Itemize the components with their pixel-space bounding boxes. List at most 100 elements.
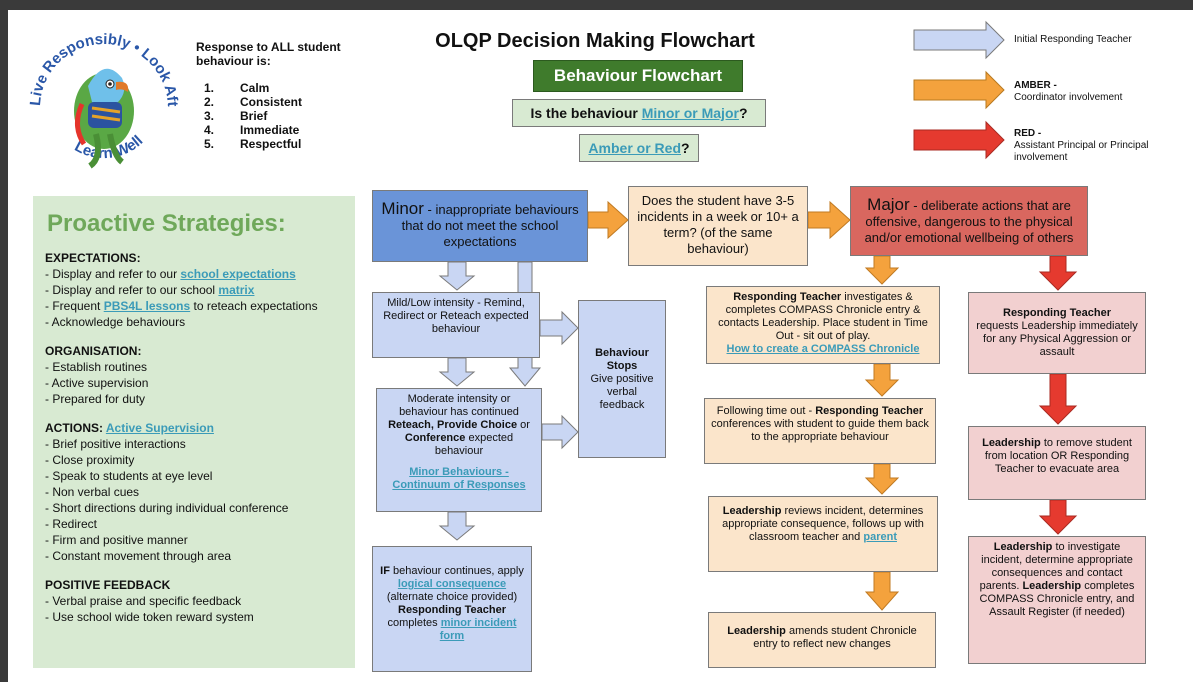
question-suffix: ? (738, 105, 748, 121)
proactive-item: - Brief positive interactions (45, 436, 343, 452)
amber4-bold: Leadership (727, 625, 786, 637)
active-supervision-link[interactable]: Active Supervision (105, 421, 214, 435)
response-item: 2.Consistent (196, 95, 356, 109)
response-item-number: 4. (204, 123, 215, 137)
legend-amber-arrow (913, 70, 1005, 110)
response-item-number: 1. (204, 81, 215, 95)
incidents-question-text: Does the student have 3-5 incidents in a… (637, 193, 799, 256)
proactive-item: - Use school wide token reward system (45, 609, 343, 625)
red3-text1: to investigate incident, determine appro… (979, 541, 1133, 592)
amber-or-red-link[interactable]: Amber or Red (588, 140, 681, 156)
proactive-sections: EXPECTATIONS:- Display and refer to our … (45, 250, 343, 625)
minor-behaviours-continuum-link[interactable]: Minor Behaviours - Continuum of Response… (392, 466, 526, 491)
proactive-item: - Short directions during individual con… (45, 500, 343, 516)
proactive-item-link[interactable]: matrix (218, 283, 255, 297)
compass-chronicle-link[interactable]: How to create a COMPASS Chronicle (726, 343, 920, 355)
proactive-item-text: - Prepared for duty (45, 392, 146, 406)
red-remove-box: Leadership to remove student from locati… (968, 426, 1146, 500)
arrow-minor-to-mild (438, 261, 476, 291)
proactive-item: - Display and refer to our school matrix (45, 282, 343, 298)
amber2-post: conferences with student to guide them b… (711, 418, 929, 443)
minor-incident-form-link[interactable]: minor incident form (439, 617, 517, 642)
moderate-pre: Moderate intensity or behaviour has cont… (399, 393, 519, 418)
amber1-bold: Responding Teacher (733, 291, 842, 303)
proactive-item-text: - Display and refer to our school (45, 283, 219, 297)
arrow-moderate-to-stops (541, 414, 579, 450)
amber-review-box: Leadership reviews incident, determines … (708, 496, 938, 572)
amber2-bold: Responding Teacher (815, 405, 924, 417)
behaviour-stops-box: Behaviour Stops Give positive verbal fee… (578, 300, 666, 458)
if-continues-box: IF behaviour continues, apply logical co… (372, 546, 532, 672)
proactive-item-text: - Active supervision (45, 376, 149, 390)
proactive-item-text: - Firm and positive manner (45, 533, 188, 547)
red-request-box: Responding Teacher requests Leadership i… (968, 292, 1146, 374)
proactive-item-text: - Constant movement through area (45, 549, 232, 563)
proactive-item-text: - Redirect (45, 517, 98, 531)
legend-initial-label: Initial Responding Teacher (1014, 34, 1132, 45)
response-item: 3. Brief (196, 109, 356, 123)
response-item-text: Brief (240, 109, 268, 123)
arrow-amber3-to-amber4 (864, 571, 900, 611)
proactive-item: - Prepared for duty (45, 391, 343, 407)
response-item-number: 3. (204, 109, 215, 123)
proactive-item: - Redirect (45, 516, 343, 532)
legend-amber-label: AMBER - (1014, 80, 1057, 91)
response-item-number: 5. (204, 137, 215, 151)
major-description: - deliberate actions that are offensive,… (864, 198, 1074, 245)
proactive-item-text: - Display and refer to our (45, 267, 181, 281)
amber-amend-box: Leadership amends student Chronicle entr… (708, 612, 936, 668)
amber1-text: investigates & completes COMPASS Chronic… (718, 291, 928, 342)
response-item: 1. Calm (196, 81, 356, 95)
proactive-item: - Constant movement through area (45, 548, 343, 564)
response-item: 4.Immediate (196, 123, 356, 137)
proactive-item-link[interactable]: PBS4L lessons (103, 299, 191, 313)
response-item-number: 2. (204, 95, 215, 109)
arrow-major-to-amber1 (864, 255, 900, 285)
proactive-title: Proactive Strategies: (47, 210, 286, 237)
red3-text2: completes COMPASS Chronicle entry, and A… (979, 580, 1135, 618)
proactive-item-text: - Speak to students at eye level (45, 469, 213, 483)
window-frame-top (0, 0, 1193, 10)
response-item-text: Calm (240, 81, 270, 95)
proactive-item-text: - Close proximity (45, 453, 135, 467)
page-title: OLQP Decision Making Flowchart (435, 30, 755, 52)
proactive-item: - Verbal praise and specific feedback (45, 593, 343, 609)
proactive-section-heading: ACTIONS: Active Supervision (45, 420, 343, 436)
proactive-item: - Display and refer to our school expect… (45, 266, 343, 282)
legend-red: RED - Assistant Principal or Principal i… (1014, 128, 1174, 164)
proactive-item-text-post: to reteach expectations (190, 299, 318, 313)
proactive-item: - Non verbal cues (45, 484, 343, 500)
major-big-label: Major (867, 195, 910, 214)
proactive-heading-text: POSITIVE FEEDBACK (45, 578, 171, 592)
logo-graphic: Live Responsibly • Look After Each Other… (12, 3, 182, 184)
proactive-item-text: - Verbal praise and specific feedback (45, 594, 242, 608)
red3-bold1: Leadership (993, 541, 1053, 553)
legend-initial: Initial Responding Teacher (1014, 34, 1184, 46)
question-prefix: Is the behaviour (530, 105, 642, 121)
proactive-heading-text: ACTIONS: (45, 421, 106, 435)
proactive-item-text: - Short directions during individual con… (45, 501, 289, 515)
proactive-item-link[interactable]: school expectations (180, 267, 296, 281)
arrow-moderate-to-if (438, 511, 476, 541)
amber4-text: amends student Chronicle entry to reflec… (753, 625, 917, 650)
parent-link[interactable]: parent (863, 531, 897, 543)
proactive-section-heading: EXPECTATIONS: (45, 250, 343, 266)
legend-amber-sub: Coordinator involvement (1014, 92, 1123, 103)
proactive-item: - Acknowledge behaviours (45, 314, 343, 330)
amber-question-suffix: ? (681, 140, 690, 156)
legend-red-arrow (913, 120, 1005, 160)
minor-big-label: Minor (381, 199, 424, 218)
proactive-item: - Frequent PBS4L lessons to reteach expe… (45, 298, 343, 314)
red2-bold: Leadership (982, 437, 1041, 449)
legend-blue-arrow (913, 20, 1005, 60)
red2-text: to remove student from location OR Respo… (984, 437, 1132, 475)
amber-timeout-box: Following time out - Responding Teacher … (704, 398, 936, 464)
minor-or-major-link[interactable]: Minor or Major (641, 105, 739, 121)
moderate-bold1: Reteach, Provide Choice (388, 419, 518, 431)
response-panel: Response to ALL student behaviour is: 1.… (196, 40, 356, 180)
arrow-red2-to-red3 (1038, 499, 1078, 535)
arrow-incidents-to-major (807, 200, 851, 240)
proactive-item: - Firm and positive manner (45, 532, 343, 548)
legend-red-sub: Assistant Principal or Principal involve… (1014, 140, 1149, 163)
logical-consequence-link[interactable]: logical consequence (397, 578, 507, 590)
